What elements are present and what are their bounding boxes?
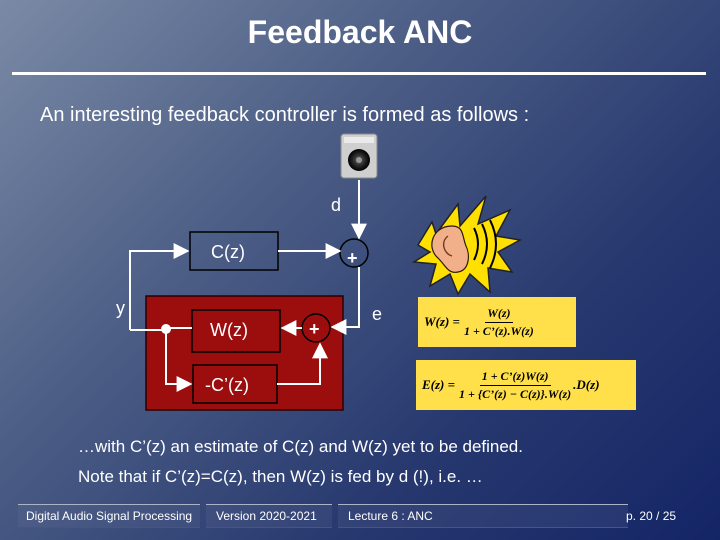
ear-burst-icon bbox=[414, 196, 520, 294]
e-label: e bbox=[372, 304, 382, 324]
eq1-denominator: 1 + C’(z).W(z) bbox=[464, 323, 534, 339]
neg-cz-label: -C’(z) bbox=[205, 375, 249, 395]
plus-top: + bbox=[347, 248, 358, 268]
eq1-numerator: W(z) bbox=[485, 306, 512, 323]
footer-course: Digital Audio Signal Processing bbox=[18, 509, 192, 523]
y-label: y bbox=[116, 298, 125, 318]
page-number: p. 20 / 25 bbox=[626, 509, 676, 523]
branch-node bbox=[161, 324, 171, 334]
eq2-lhs: E(z) = bbox=[422, 377, 455, 393]
d-label: d bbox=[331, 195, 341, 215]
eq2-denominator: 1 + {C’(z) − C(z)}.W(z) bbox=[459, 386, 571, 402]
wz-label: W(z) bbox=[210, 320, 248, 340]
note-line-1: …with C’(z) an estimate of C(z) and W(z)… bbox=[78, 437, 523, 457]
equation-w: W(z) = W(z) 1 + C’(z).W(z) bbox=[418, 297, 576, 347]
footer-version: Version 2020-2021 bbox=[206, 509, 317, 523]
eq2-numerator: 1 + C’(z)W(z) bbox=[480, 369, 551, 386]
eq2-rhs: .D(z) bbox=[573, 377, 599, 393]
loudspeaker-icon bbox=[341, 134, 377, 178]
footer-version-box: Version 2020-2021 bbox=[206, 504, 332, 528]
footer-lecture: Lecture 6 : ANC bbox=[338, 509, 433, 523]
equation-e: E(z) = 1 + C’(z)W(z) 1 + {C’(z) − C(z)}.… bbox=[416, 360, 636, 410]
plus-inner: + bbox=[309, 319, 320, 339]
note-line-2: Note that if C’(z)=C(z), then W(z) is fe… bbox=[78, 467, 483, 487]
eq1-lhs: W(z) = bbox=[424, 314, 460, 330]
footer-lecture-box: Lecture 6 : ANC bbox=[338, 504, 628, 528]
cz-label: C(z) bbox=[211, 242, 245, 262]
footer-course-box: Digital Audio Signal Processing bbox=[18, 504, 200, 528]
